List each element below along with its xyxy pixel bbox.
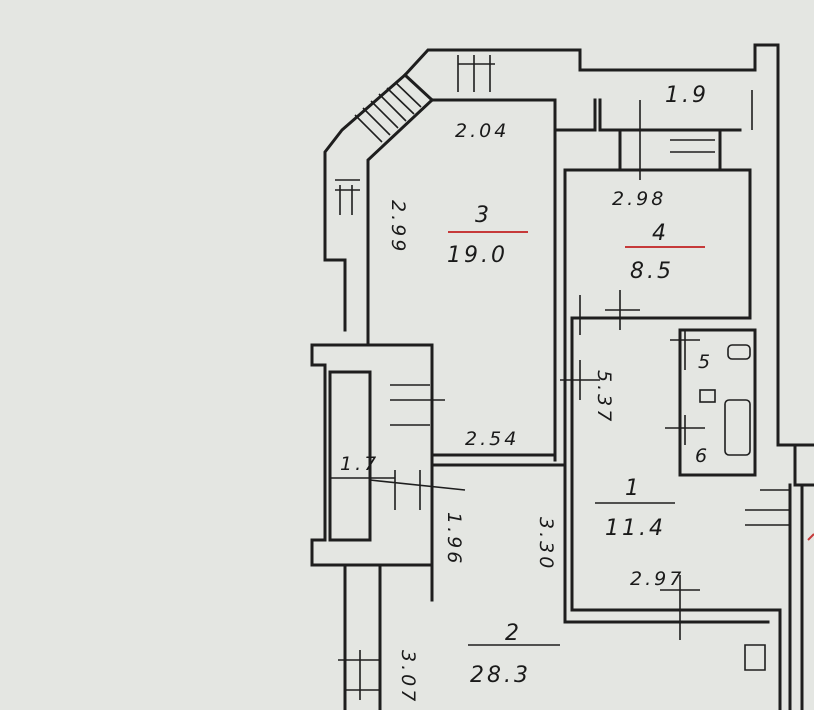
room-6-number: 6 bbox=[695, 445, 710, 467]
room-3-area: 19.0 bbox=[447, 243, 508, 268]
dimension-2-99: 2.99 bbox=[387, 200, 409, 254]
dimension-2-04: 2.04 bbox=[455, 120, 509, 142]
bathroom-fixtures bbox=[699, 344, 751, 456]
dimension-3-30: 3.30 bbox=[535, 517, 557, 571]
room-1-area: 11.4 bbox=[605, 516, 666, 541]
room-4-number: 4 bbox=[652, 221, 669, 246]
room-number-underlines bbox=[448, 231, 814, 541]
walls bbox=[310, 43, 814, 710]
room-2-number: 2 bbox=[505, 621, 522, 646]
room-labels: 3 19.0 4 8.5 1 11.4 2 28.3 5 6 1.9 1.7 bbox=[340, 83, 713, 688]
sink-icon bbox=[727, 344, 751, 360]
dimension-1-96: 1.96 bbox=[443, 512, 465, 566]
room-1-number: 1 bbox=[625, 476, 642, 501]
room-4-area: 8.5 bbox=[630, 259, 674, 284]
loggia-top-area: 1.9 bbox=[665, 83, 709, 108]
dimension-labels: 2.04 2.98 2.54 2.97 2.99 5.37 1.96 3.30 … bbox=[387, 120, 684, 704]
toilet-icon bbox=[699, 389, 716, 403]
dimension-5-37: 5.37 bbox=[593, 370, 615, 424]
dimension-3-07: 3.07 bbox=[397, 650, 419, 704]
dimension-ticks bbox=[560, 100, 705, 640]
room-3-number: 3 bbox=[475, 203, 492, 228]
bathtub-icon bbox=[724, 399, 751, 456]
dimension-2-97: 2.97 bbox=[630, 568, 684, 590]
room-2-area: 28.3 bbox=[470, 663, 531, 688]
room-number-bars bbox=[330, 477, 675, 646]
dimension-2-54: 2.54 bbox=[465, 428, 519, 450]
dimension-2-98: 2.98 bbox=[612, 188, 666, 210]
windows bbox=[335, 55, 790, 700]
edge-mark bbox=[807, 533, 814, 541]
balcony-left-area: 1.7 bbox=[340, 453, 379, 475]
room-5-number: 5 bbox=[698, 351, 713, 373]
